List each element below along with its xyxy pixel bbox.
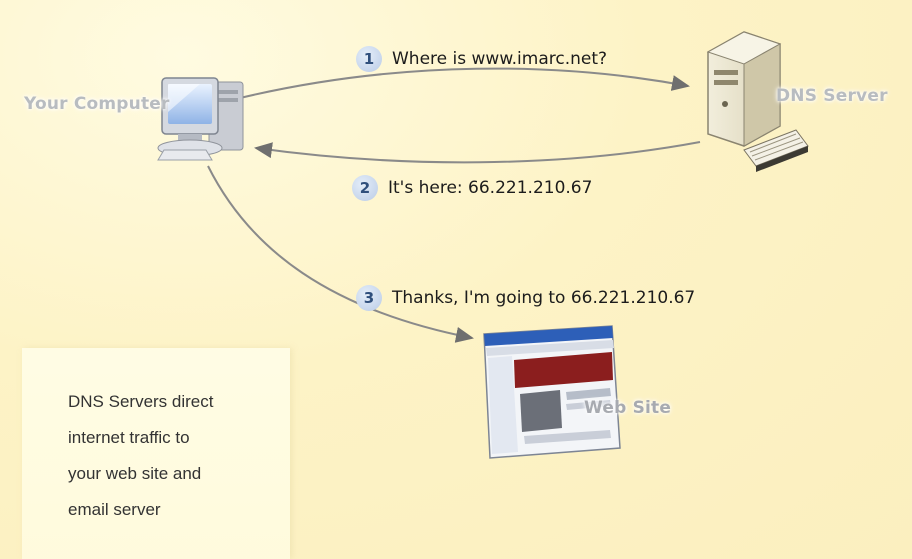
arrow-query: [239, 67, 690, 99]
dns-server-icon: [706, 31, 809, 172]
note-panel: [22, 348, 290, 559]
note-line: your web site and: [68, 464, 202, 483]
step-text: Thanks, I'm going to 66.221.210.67: [392, 288, 696, 308]
step-text: Where is www.imarc.net?: [392, 49, 608, 69]
step-1: 1 Where is www.imarc.net?: [356, 46, 607, 72]
step-text: It's here: 66.221.210.67: [388, 178, 593, 198]
step-number-badge: 2: [352, 175, 378, 201]
website-label: Web Site: [584, 398, 672, 418]
note-text: DNS Servers direct internet traffic to y…: [68, 384, 268, 528]
arrow-response: [254, 141, 701, 164]
computer-icon: [157, 77, 244, 161]
step-number-badge: 1: [356, 46, 382, 72]
step-number-badge: 3: [356, 285, 382, 311]
website-icon: [483, 325, 621, 459]
step-2: 2 It's here: 66.221.210.67: [352, 175, 592, 201]
note-line: internet traffic to: [68, 428, 190, 447]
note-line: email server: [68, 500, 161, 519]
note-line: DNS Servers direct: [68, 392, 214, 411]
computer-label: Your Computer: [24, 94, 170, 114]
step-3: 3 Thanks, I'm going to 66.221.210.67: [356, 285, 695, 311]
dns-server-label: DNS Server: [776, 86, 888, 106]
arrow-visit: [207, 165, 474, 343]
